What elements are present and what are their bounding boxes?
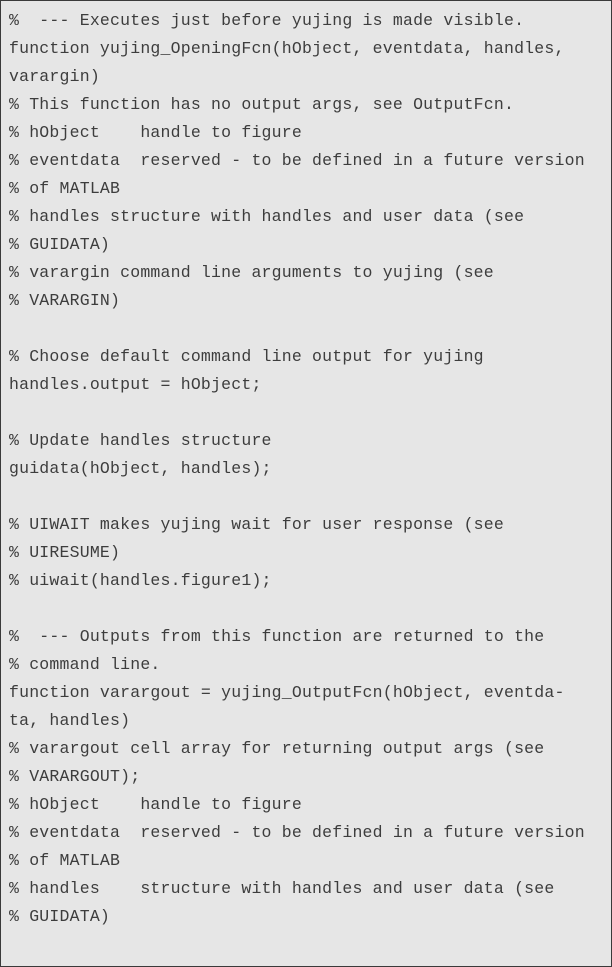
- code-line: guidata(hObject, handles);: [9, 459, 272, 478]
- code-line: % varargin command line arguments to yuj…: [9, 263, 494, 282]
- code-line: [9, 399, 605, 427]
- code-line: % Update handles structure: [9, 431, 272, 450]
- code-line: % UIWAIT makes yujing wait for user resp…: [9, 515, 504, 534]
- code-line: handles.output = hObject;: [9, 375, 262, 394]
- code-line: % command line.: [9, 655, 161, 674]
- code-line: [9, 315, 605, 343]
- code-line: % --- Executes just before yujing is mad…: [9, 11, 525, 30]
- code-line: % eventdata reserved - to be defined in …: [9, 823, 585, 842]
- code-line: [9, 931, 605, 959]
- code-line: % eventdata reserved - to be defined in …: [9, 151, 585, 170]
- code-line: % hObject handle to figure: [9, 795, 302, 814]
- code-line: % UIRESUME): [9, 543, 121, 562]
- code-line: % VARARGIN): [9, 291, 121, 310]
- code-line: % VARARGOUT);: [9, 767, 141, 786]
- code-line: function varargout = yujing_OutputFcn(hO…: [9, 683, 565, 702]
- code-line: % handles structure with handles and use…: [9, 207, 525, 226]
- code-line: % uiwait(handles.figure1);: [9, 571, 272, 590]
- code-line: % hObject handle to figure: [9, 123, 302, 142]
- code-line: % handles structure with handles and use…: [9, 879, 555, 898]
- code-line: % --- Outputs from this function are ret…: [9, 627, 545, 646]
- code-line: varargin): [9, 67, 100, 86]
- code-line: % Choose default command line output for…: [9, 347, 484, 366]
- code-line: % GUIDATA): [9, 235, 111, 254]
- code-line: % of MATLAB: [9, 179, 121, 198]
- code-line: % GUIDATA): [9, 907, 111, 926]
- code-line: % varargout cell array for returning out…: [9, 739, 545, 758]
- code-line: % This function has no output args, see …: [9, 95, 515, 114]
- code-line: function yujing_OpeningFcn(hObject, even…: [9, 39, 565, 58]
- code-line: [9, 483, 605, 511]
- code-line: [9, 595, 605, 623]
- code-line: ta, handles): [9, 711, 131, 730]
- code-line: % of MATLAB: [9, 851, 121, 870]
